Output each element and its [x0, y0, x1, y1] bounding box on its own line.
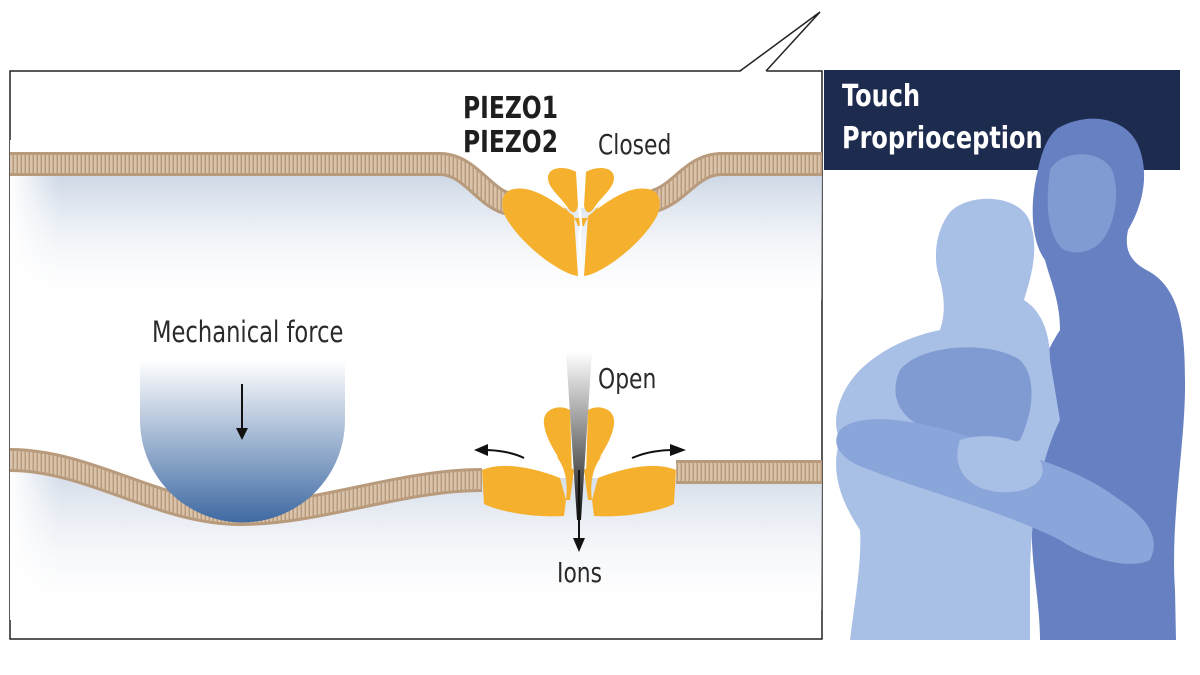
banner-line-proprioception: Proprioception — [842, 121, 1043, 156]
closed-pore-gap — [578, 171, 583, 279]
mechanical-force-label: Mechanical force — [152, 315, 344, 349]
piezo-channel-closed — [502, 168, 660, 276]
ions-label: Ions — [557, 556, 603, 589]
banner-line-touch: Touch — [842, 79, 921, 114]
cytoplasm-top — [10, 170, 822, 300]
force-arrow — [236, 384, 248, 440]
state-label-open: Open — [598, 362, 657, 395]
adult-arm — [836, 419, 1154, 564]
expansion-arrow-left — [474, 444, 525, 459]
piezo-channel-open — [482, 407, 676, 517]
callout-pointer — [739, 11, 821, 72]
gene-label-piezo2: PIEZO2 — [463, 125, 558, 160]
state-label-closed: Closed — [598, 128, 672, 161]
child-arm — [895, 347, 1032, 445]
force-probe — [140, 360, 345, 523]
child-hand — [957, 436, 1043, 493]
expansion-arrow-right — [631, 444, 686, 459]
gene-label-piezo1: PIEZO1 — [463, 91, 558, 126]
hugging-figures-illustration — [836, 118, 1186, 640]
adult-face — [1047, 154, 1117, 253]
ion-pore — [566, 352, 592, 552]
